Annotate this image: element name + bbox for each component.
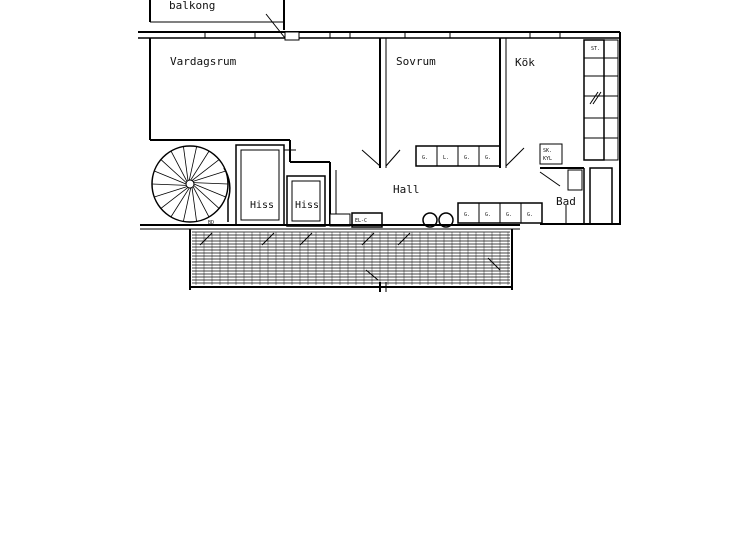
stair-tread — [170, 187, 190, 218]
bd-mark: BD — [208, 220, 214, 226]
wardrobe-mark: G. — [485, 212, 491, 218]
stair-tread — [193, 185, 220, 209]
terrace-hatch — [190, 231, 512, 292]
exterior-wall-bottom — [140, 224, 520, 290]
storage-mark: ST. — [591, 46, 600, 52]
stair-tread — [188, 146, 198, 181]
interior-walls — [361, 38, 525, 168]
label-living: Vardagsrum — [170, 55, 237, 68]
label-hall: Hall — [393, 183, 420, 196]
sk-mark: SK. — [543, 148, 552, 154]
wardrobes-top — [415, 145, 501, 167]
label-balcony: balkong — [169, 0, 215, 12]
wardrobe-mark: G. — [422, 155, 428, 161]
exterior-wall-top — [138, 13, 620, 41]
label-lift-1: Hiss — [250, 200, 274, 211]
stair-tread — [160, 159, 187, 183]
label-kitchen: Kök — [515, 56, 535, 69]
stair-tread — [182, 187, 192, 222]
spiral-staircase — [151, 145, 231, 223]
wardrobe-mark: G. — [464, 212, 470, 218]
fridge-area — [539, 143, 584, 191]
elevator-shafts — [235, 144, 326, 227]
wardrobe-mark: G. — [485, 155, 491, 161]
stair-tread — [193, 182, 229, 185]
stair-tread — [192, 186, 210, 218]
living-room — [149, 38, 330, 163]
kitchen-cabinets — [583, 32, 621, 225]
stair-tread — [191, 159, 220, 181]
hall-walls — [329, 162, 454, 228]
stair-tread — [192, 170, 226, 182]
label-bath: Bad — [556, 195, 576, 208]
stair-tread — [151, 183, 187, 186]
wardrobes-bottom — [457, 202, 543, 224]
stair-tread — [190, 150, 210, 181]
wardrobe-mark: G. — [464, 155, 470, 161]
stair-tread — [154, 170, 187, 185]
balcony — [149, 0, 285, 30]
wardrobe-mark: G. — [506, 212, 512, 218]
label-bedroom: Sovrum — [396, 55, 436, 68]
wardrobe-mark: L. — [443, 155, 449, 161]
label-lift-2: Hiss — [295, 200, 319, 211]
stair-tread — [154, 186, 188, 198]
fridge-mark: KYL — [543, 156, 552, 162]
stair-tread — [160, 187, 189, 209]
stair-tread — [193, 183, 226, 198]
wardrobe-mark: G. — [527, 212, 533, 218]
bathroom — [540, 167, 620, 225]
stair-tread — [170, 150, 188, 182]
elc-mark: EL-C — [355, 218, 367, 224]
stair-tread — [183, 146, 189, 181]
stair-tread — [191, 187, 197, 222]
